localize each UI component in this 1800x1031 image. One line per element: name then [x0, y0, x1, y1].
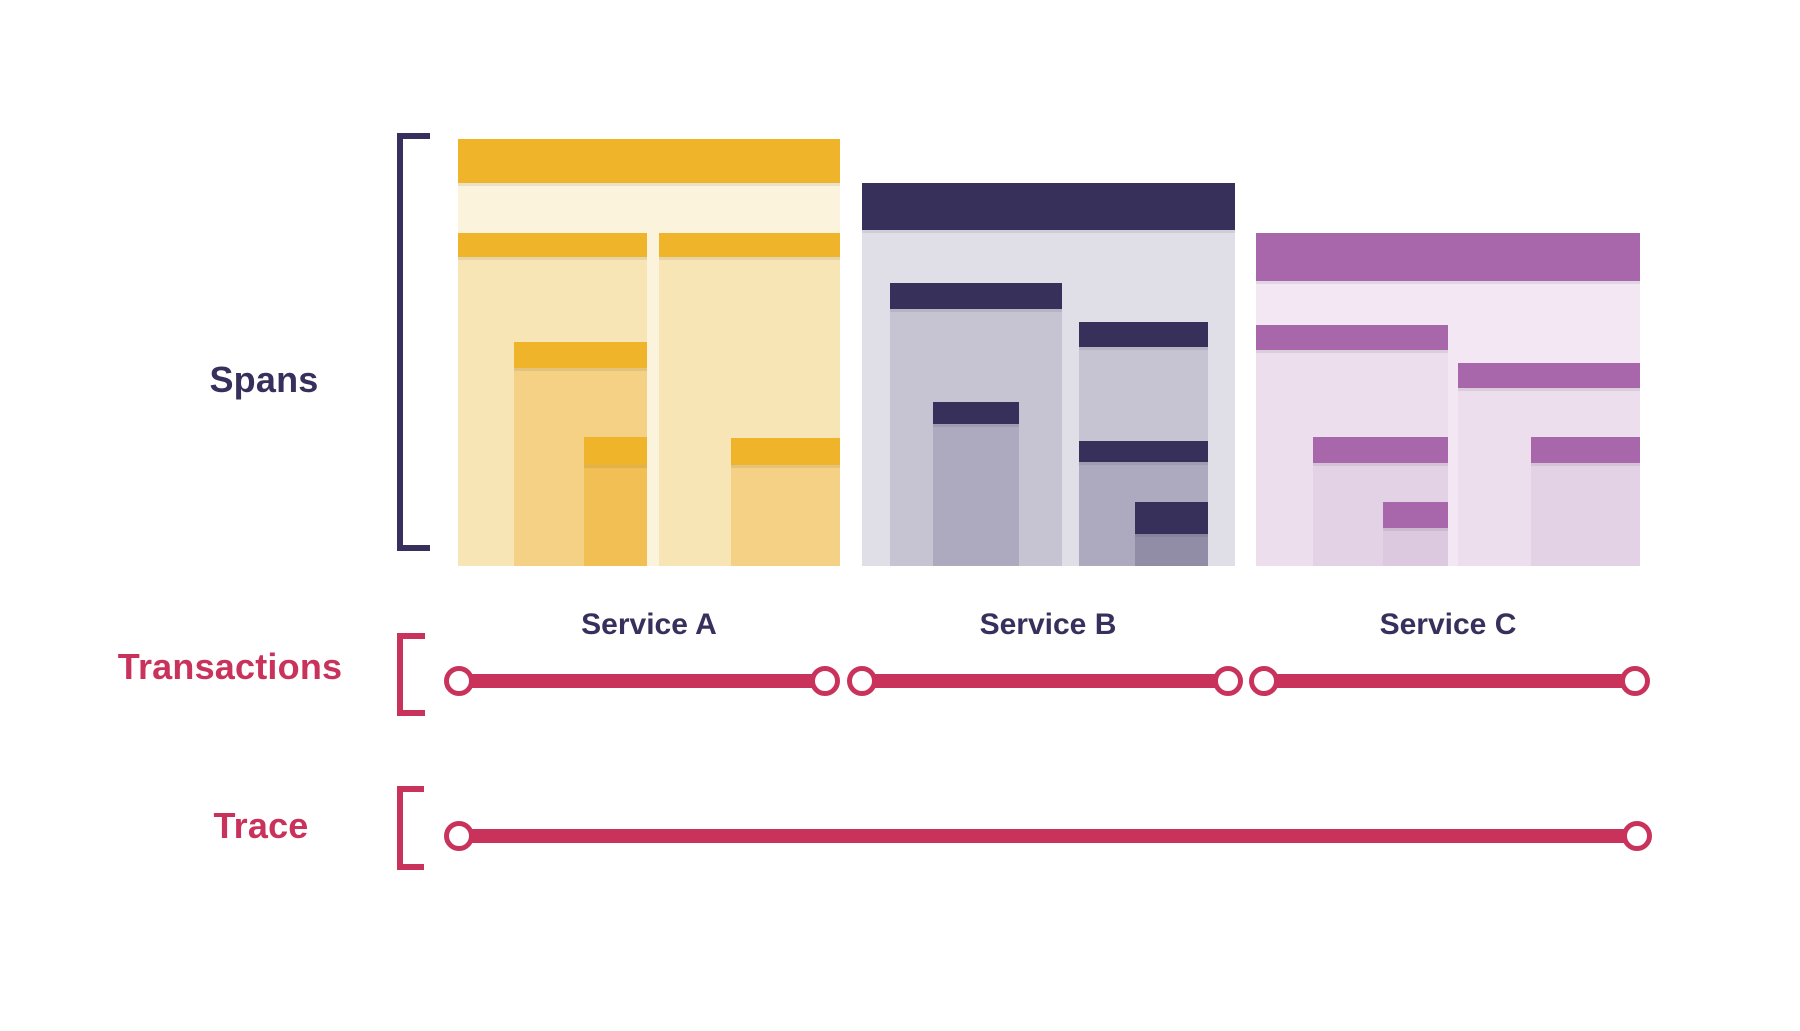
service-b-label: Service B — [979, 608, 1117, 641]
service-c-label: Service C — [1379, 608, 1517, 641]
span-body — [584, 465, 647, 566]
transaction-line — [1264, 674, 1635, 688]
transaction-endpoint-circle — [810, 666, 840, 696]
trace-line — [459, 829, 1637, 843]
transactions-label: Transactions — [117, 646, 343, 687]
span-header — [1383, 502, 1448, 528]
span-header — [933, 402, 1019, 424]
span-header — [1256, 233, 1640, 281]
transaction-endpoint-circle — [1249, 666, 1279, 696]
trace-endpoint-circle — [1622, 821, 1652, 851]
span-header — [1079, 441, 1208, 462]
span-header — [458, 139, 840, 183]
span-header — [584, 437, 647, 465]
span-header — [1079, 322, 1208, 347]
span-body — [731, 465, 840, 566]
span-header — [1313, 437, 1448, 463]
transaction-endpoint-circle — [1620, 666, 1650, 696]
span-header — [1256, 325, 1448, 350]
span-header — [514, 342, 647, 368]
span-header — [659, 233, 840, 257]
transaction-endpoint-circle — [847, 666, 877, 696]
span-header — [890, 283, 1062, 309]
span-header — [1135, 502, 1208, 534]
spans-bracket — [397, 133, 430, 551]
service-a-label: Service A — [581, 608, 717, 641]
span-header — [1531, 437, 1640, 463]
trace-bracket — [397, 786, 424, 870]
trace-label: Trace — [213, 805, 309, 846]
span-header — [458, 233, 647, 257]
transaction-line — [459, 674, 825, 688]
spans-label: Spans — [209, 359, 319, 400]
span-header — [862, 183, 1235, 230]
span-body — [1383, 528, 1448, 566]
transaction-endpoint-circle — [444, 666, 474, 696]
span-header — [731, 438, 840, 465]
transaction-endpoint-circle — [1213, 666, 1243, 696]
span-body — [933, 424, 1019, 566]
span-body — [1531, 463, 1640, 566]
trace-endpoint-circle — [444, 821, 474, 851]
span-body — [1135, 534, 1208, 566]
transaction-line — [862, 674, 1228, 688]
span-header — [1458, 363, 1640, 388]
transactions-bracket — [397, 633, 425, 716]
